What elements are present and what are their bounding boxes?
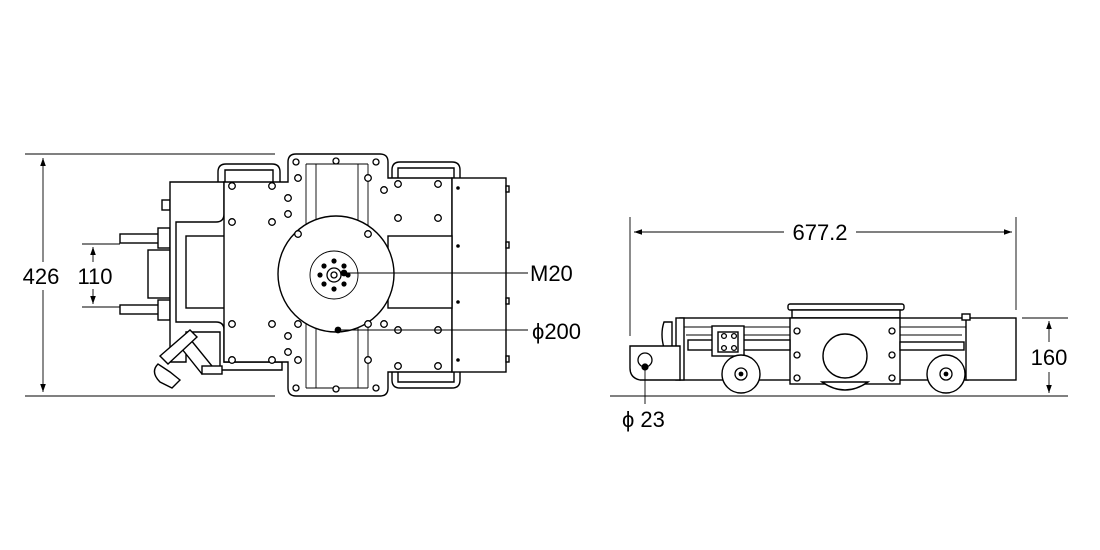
callout-phi200-label: ϕ200: [532, 319, 581, 344]
callout-m20: M20: [340, 261, 573, 286]
dimension-677-label: 677.2: [792, 220, 847, 245]
right-end-module: [965, 317, 1017, 381]
dimension-160-label: 160: [1031, 345, 1068, 370]
carry-handles: [217, 161, 461, 389]
dimension-clamp-spacing: 110: [77, 243, 120, 308]
left-module: [169, 181, 283, 371]
top-view: 426 110: [23, 153, 581, 397]
dimension-overall-length: 677.2: [629, 217, 1017, 336]
left-linkage: [687, 325, 791, 357]
right-module-plate: [387, 235, 453, 309]
dimension-overall-height: 426: [23, 153, 275, 397]
dimension-height: 160: [1022, 317, 1068, 397]
dimension-110-label: 110: [77, 264, 112, 289]
frame-bolt-holes: [228, 157, 510, 393]
callout-m20-label: M20: [530, 261, 573, 286]
dimension-426-label: 426: [23, 264, 60, 289]
center-wheel: [822, 333, 868, 379]
side-view: 677.2 160: [610, 217, 1068, 432]
right-wheel: [926, 354, 966, 394]
left-wheel: [721, 354, 761, 394]
callout-phi23-label: ϕ 23: [622, 407, 665, 432]
callout-phi200: ϕ200: [334, 319, 581, 344]
lever-handle: [153, 329, 223, 389]
right-module: [451, 177, 507, 373]
right-linkage: [899, 341, 965, 351]
top-rotating-plate: [787, 303, 905, 319]
left-clamp-assembly: [119, 199, 171, 321]
tow-pin-block: ϕ 23: [622, 345, 681, 432]
